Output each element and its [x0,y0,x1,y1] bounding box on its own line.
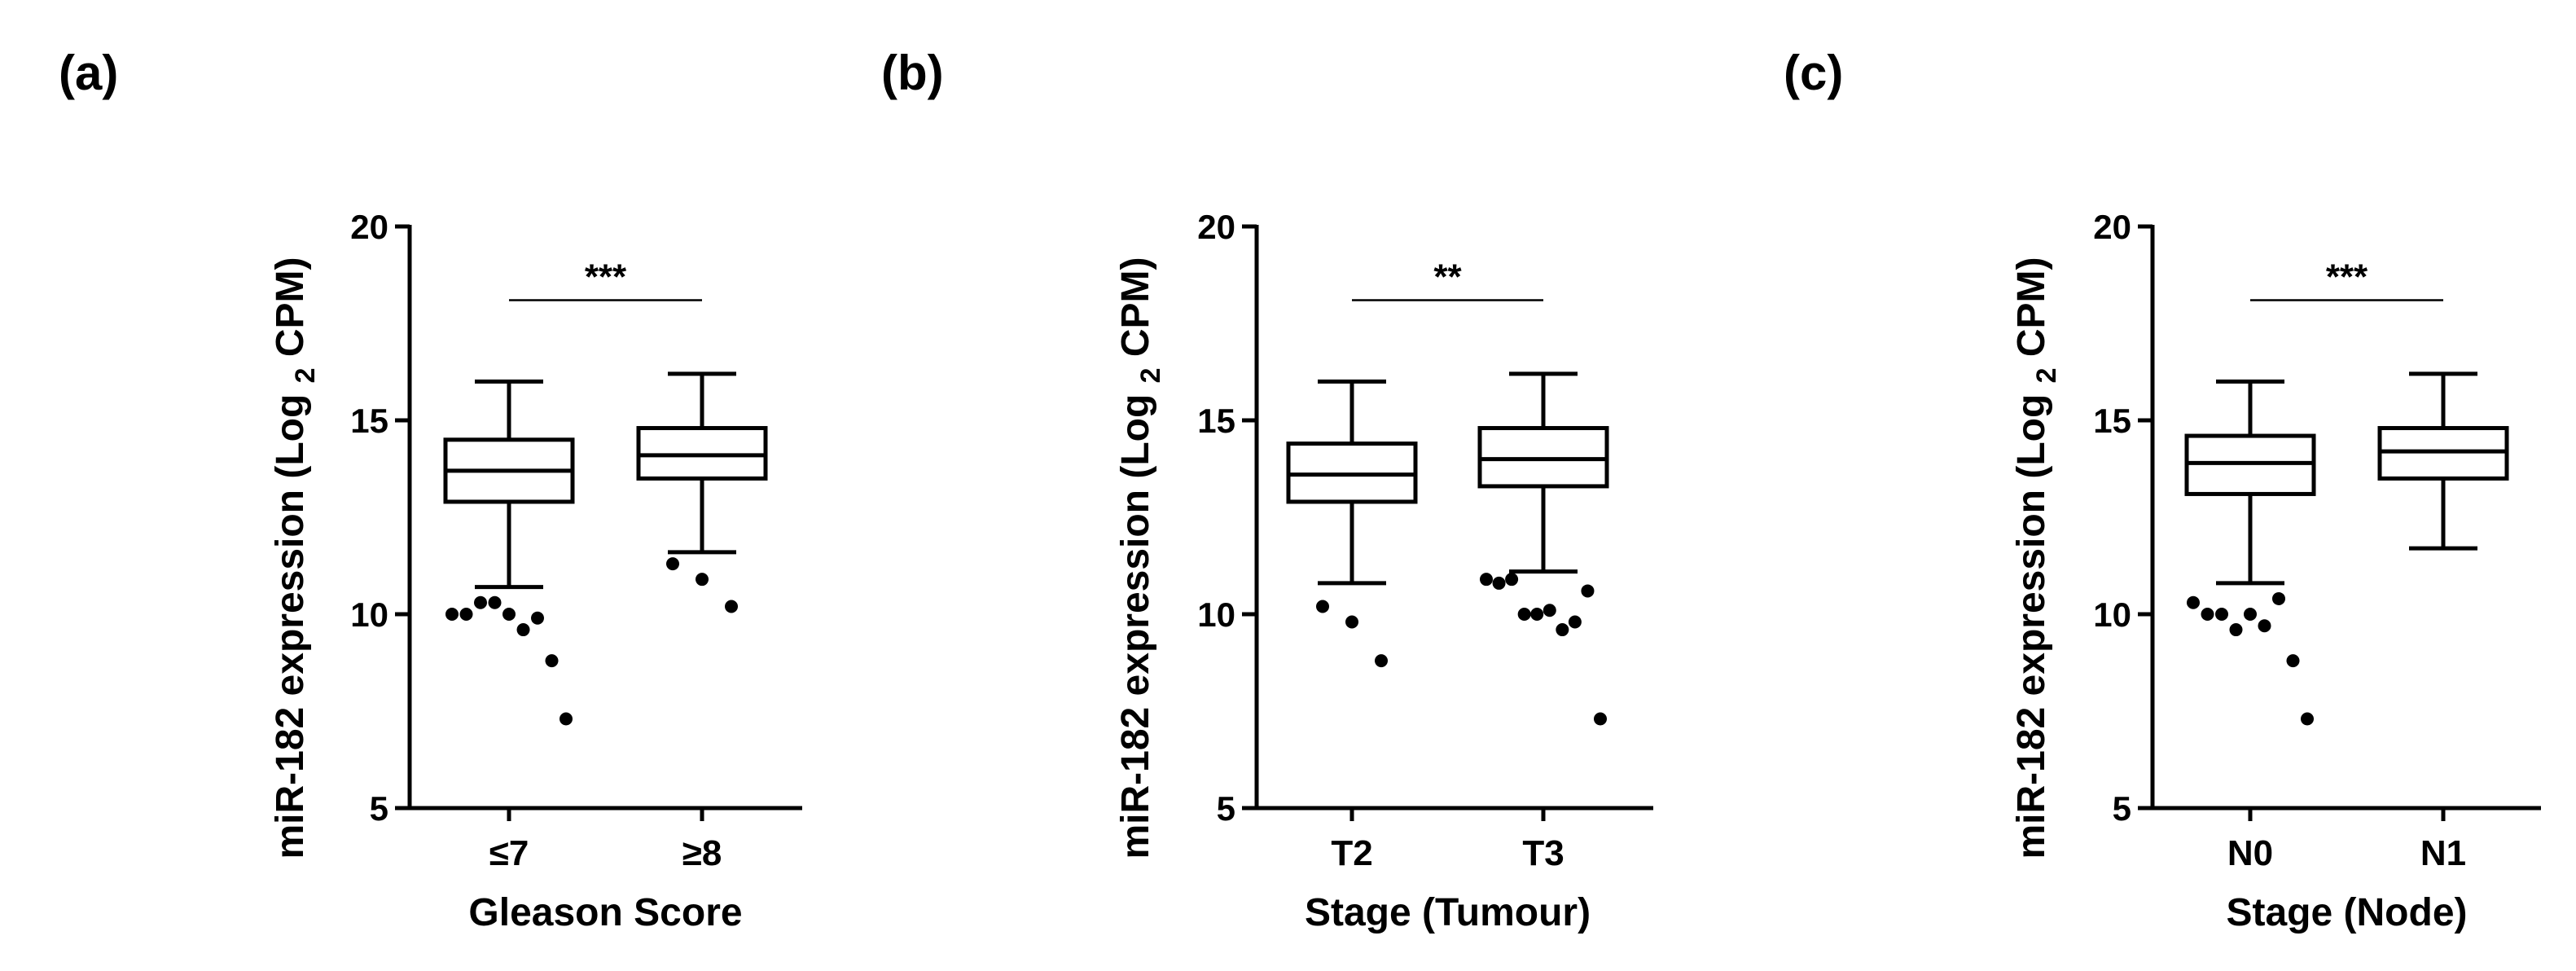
y-tick-label: 15 [350,402,388,440]
outlier-point [560,712,573,726]
outlier-point [696,573,709,587]
y-axis-title-text: miR-182 expression (Log [269,383,312,859]
outlier-point [2272,591,2285,605]
y-tick-label: 5 [1217,789,1235,828]
x-category-label: T2 [1331,833,1372,873]
outlier-point [1345,615,1358,629]
y-tick-label: 10 [2093,595,2131,634]
x-axis-title: Gleason Score [468,891,742,934]
outlier-point [725,600,738,613]
outlier-point [666,557,679,571]
outlier-point [2229,623,2243,637]
y-axis-title-text: miR-182 expression (Log [2010,383,2053,859]
x-axis-title: Stage (Node) [2226,891,2467,934]
outlier-point [459,608,473,621]
y-axis-title-text: CPM) [1114,257,1157,367]
y-tick-label: 5 [370,789,388,828]
x-category-label: N1 [2420,833,2466,873]
outlier-point [2201,608,2214,621]
y-tick-label: 20 [2093,208,2131,246]
outlier-point [2187,595,2200,609]
y-tick-label: 20 [1197,208,1235,246]
outlier-point [1492,576,1506,590]
panel-letter: (b) [881,46,944,100]
outlier-point [1594,712,1607,726]
y-axis-title-text: CPM) [269,257,312,367]
y-tick-label: 15 [1197,402,1235,440]
y-axis-title: miR-182 expression (Log 2 CPM) [1114,257,1166,859]
outlier-point [1556,623,1569,637]
chart-panel: (a) 5 10 15 20 miR-182 expression (Log 2 CPM)… [59,46,802,934]
y-axis-title-subscript: 2 [290,367,321,383]
outlier-point [545,654,559,668]
y-axis-title-text: miR-182 expression (Log [1114,383,1157,859]
x-axis-title: Stage (Tumour) [1305,891,1591,934]
outlier-point [1568,615,1582,629]
outlier-point [1517,608,1531,621]
significance-label: *** [585,257,627,297]
y-axis-title: miR-182 expression (Log 2 CPM) [269,257,321,859]
outlier-point [1505,573,1519,587]
panel-letter: (a) [59,46,118,100]
outlier-point [2244,608,2257,621]
y-tick-label: 15 [2093,402,2131,440]
y-axis-title-text: CPM) [2010,257,2053,367]
significance-label: *** [2326,257,2368,297]
significance-label: ** [1433,257,1462,297]
x-category-label: N0 [2227,833,2273,873]
outlier-point [502,608,516,621]
outlier-point [2258,619,2271,633]
outlier-point [1530,608,1544,621]
outlier-point [474,595,487,609]
y-tick-label: 20 [350,208,388,246]
x-category-label: T3 [1522,833,1564,873]
outlier-point [1543,604,1556,617]
outlier-point [516,623,530,637]
x-category-label: ≤7 [489,833,529,873]
outlier-point [1480,573,1493,587]
outlier-point [1316,600,1329,613]
y-tick-label: 5 [2113,789,2131,828]
outlier-point [445,608,459,621]
x-category-label: ≥8 [682,833,722,873]
y-tick-label: 10 [350,595,388,634]
panel-letter: (c) [1784,46,1843,100]
y-axis-title-subscript: 2 [2031,367,2062,383]
outlier-point [1375,654,1388,668]
chart-panel: (c) 5 10 15 20 miR-182 expression (Log 2 CPM)… [1784,46,2541,934]
y-axis-title-subscript: 2 [1135,367,1166,383]
outlier-point [1581,584,1595,598]
outlier-point [531,611,544,625]
chart-panel: (b) 5 10 15 20 miR-182 expression (Log 2 CPM)… [881,46,1653,934]
outlier-point [488,595,502,609]
outlier-point [2286,654,2300,668]
y-tick-label: 10 [1197,595,1235,634]
y-axis-title: miR-182 expression (Log 2 CPM) [2010,257,2062,859]
outlier-point [2301,712,2314,726]
outlier-point [2215,608,2228,621]
